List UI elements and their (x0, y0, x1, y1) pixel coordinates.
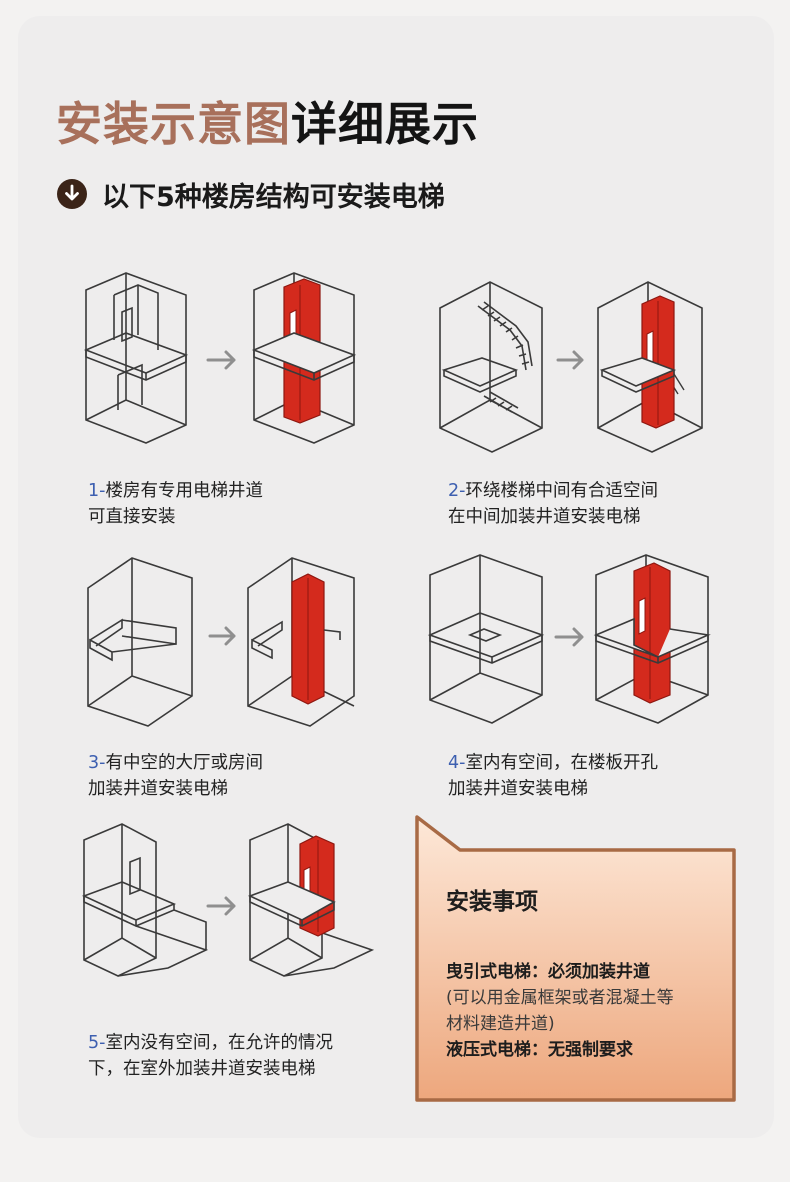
arrow-down-circle-icon (57, 179, 87, 209)
caption-case-3: 3-有中空的大厅或房间 加装井道安装电梯 (88, 753, 263, 799)
building-after (251, 272, 357, 444)
building-before (439, 281, 543, 453)
notice-body: 曳引式电梯：必须加装井道 (可以用金属框架或者混凝土等 材料建造井道) 液压式电… (446, 959, 674, 1063)
illustration-case-2 (439, 281, 703, 453)
illustration-case-5 (81, 823, 375, 977)
traction-note-line-2: 材料建造井道) (446, 1014, 555, 1034)
traction-elevator-label: 曳引式电梯：必须加装井道 (446, 962, 650, 982)
building-after (597, 281, 703, 453)
arrow-icon (556, 350, 584, 370)
subtitle: 以下5种楼房结构可安装电梯 (56, 176, 445, 213)
building-before (83, 272, 189, 444)
installation-notice: 安装事项 曳引式电梯：必须加装井道 (可以用金属框架或者混凝土等 材料建造井道)… (414, 814, 738, 1104)
illustration-case-4 (427, 554, 711, 724)
subtitle-text: 以下5种楼房结构可安装电梯 (102, 181, 445, 213)
arrow-icon (554, 627, 584, 647)
hydraulic-elevator-label: 液压式电梯：无强制要求 (446, 1040, 633, 1060)
illustration-case-1 (83, 272, 357, 444)
caption-case-4: 4-室内有空间，在楼板开孔 加装井道安装电梯 (448, 753, 658, 799)
caption-case-2: 2-环绕楼梯中间有合适空间 在中间加装井道安装电梯 (448, 481, 658, 527)
title-accent: 安装示意图 (56, 97, 291, 151)
building-before (427, 554, 545, 724)
page-title: 安装示意图详细展示 (56, 88, 479, 154)
building-after (593, 554, 711, 724)
illustration-case-3 (87, 557, 355, 727)
building-before (87, 557, 193, 727)
building-after (247, 823, 375, 977)
notice-title: 安装事项 (446, 889, 538, 915)
notice-background (415, 815, 736, 1102)
arrow-icon (206, 350, 236, 370)
caption-case-5: 5-室内没有空间，在允许的情况 下，在室外加装井道安装电梯 (88, 1033, 333, 1079)
caption-case-1: 1-楼房有专用电梯井道 可直接安装 (88, 481, 263, 527)
building-after (247, 557, 355, 727)
traction-note-line-1: (可以用金属框架或者混凝土等 (446, 988, 674, 1008)
title-rest: 详细展示 (291, 97, 479, 151)
arrow-icon (208, 626, 236, 646)
building-before (81, 823, 209, 977)
arrow-icon (206, 896, 236, 916)
